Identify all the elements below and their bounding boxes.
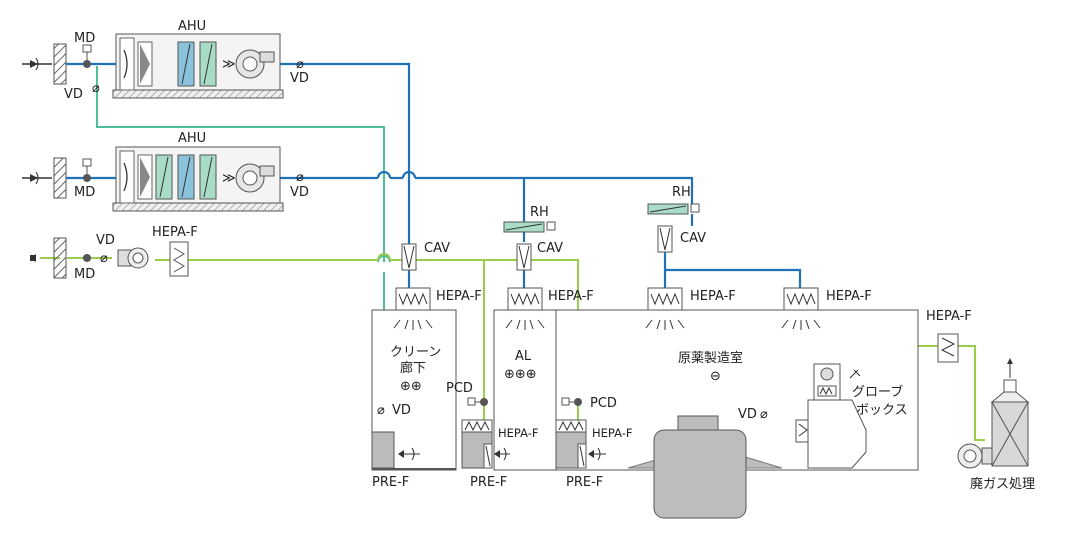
hepa-right: HEPA-F: [926, 309, 972, 363]
exhaust-treatment: 廃ガス処理: [957, 358, 1035, 492]
room3-name: 原薬製造室: [678, 350, 743, 366]
pref2-label: PRE-F: [470, 475, 507, 490]
reactor-tank: [627, 415, 783, 519]
glove-label-2: ボックス: [856, 403, 908, 418]
pref3-label: PRE-F: [566, 475, 603, 490]
glove-label-1: グローブ: [852, 384, 903, 400]
pcd-1: PCD: [446, 381, 488, 420]
md-label-2: MD: [74, 185, 95, 200]
cav-1: CAV: [401, 241, 450, 271]
hepa-right-label: HEPA-F: [926, 309, 972, 324]
vd-label-1: VD: [64, 87, 83, 102]
room1-name-line2: 廊下: [400, 360, 426, 376]
vd-glove-label: VD: [738, 407, 757, 422]
vd-label-exh: VD: [96, 233, 115, 248]
vd-room1-label: VD: [392, 403, 411, 418]
svg-text:⌀: ⌀: [296, 170, 304, 185]
prefilter-1: PRE-F: [371, 431, 420, 490]
room-airlock: [493, 309, 557, 471]
pcd2-label: PCD: [590, 396, 617, 411]
supply-duct-ahu2: [280, 176, 694, 208]
rh2-label: RH: [530, 205, 549, 220]
svg-text:⌀: ⌀: [92, 81, 100, 96]
prefilter-2: HEPA-F PRE-F: [461, 419, 539, 490]
hepa-room3-label: HEPA-F: [690, 289, 736, 304]
svg-text:⌀: ⌀: [296, 57, 304, 72]
ahu-1: AHU ≫ ⌀ VD: [112, 19, 309, 99]
outdoor-air-duct: [96, 66, 385, 258]
cav-2: CAV: [516, 241, 563, 271]
hepa-supply-3: HEPA-F: [645, 287, 736, 330]
svg-text:⌀: ⌀: [377, 403, 385, 418]
prefilter-3: HEPA-F PRE-F: [555, 419, 633, 490]
ahu-2: AHU ≫ ⌀ VD: [112, 131, 309, 212]
hepa-room1-label: HEPA-F: [436, 289, 482, 304]
exhaust-treatment-label: 廃ガス処理: [970, 476, 1035, 492]
cav2-label: CAV: [537, 241, 563, 256]
room1-name-line1: クリーン: [390, 345, 441, 360]
rh3-label: RH: [672, 185, 691, 200]
rh-3: RH: [647, 185, 700, 215]
room3-pressure: ⊖: [710, 369, 721, 384]
room2-name: AL: [515, 349, 532, 364]
rh-2: RH: [503, 205, 556, 233]
intake-mid: MD: [22, 157, 116, 200]
hepa-ret2-label: HEPA-F: [498, 426, 539, 440]
cav1-label: CAV: [424, 241, 450, 256]
supply-duct-ahu1: [280, 62, 411, 175]
hepa-exh-label: HEPA-F: [152, 225, 198, 240]
vd-ahu2-label: VD: [290, 185, 309, 200]
pcd1-label: PCD: [446, 381, 473, 396]
svg-text:⌀: ⌀: [100, 251, 108, 266]
md-label-1: MD: [74, 31, 95, 46]
ahu1-label: AHU: [178, 19, 206, 34]
cav-3: CAV: [657, 225, 706, 253]
svg-text:≫: ≫: [222, 171, 236, 186]
room1-pressure: ⊕⊕: [400, 379, 422, 394]
pref1-label: PRE-F: [372, 475, 409, 490]
hepa-supply-4: HEPA-F: [781, 287, 872, 330]
room2-pressure: ⊕⊕⊕: [504, 367, 537, 382]
hepa-supply-1: HEPA-F: [393, 287, 482, 330]
hepa-supply-2: HEPA-F: [505, 287, 594, 330]
pcd-2: PCD: [561, 396, 617, 420]
md-label-exh: MD: [74, 267, 95, 282]
glove-box: ⌀ VD グローブ ボックス: [738, 363, 908, 469]
svg-text:≫: ≫: [222, 57, 236, 72]
intake-top: MD VD ⌀: [22, 31, 116, 102]
hepa-room4-label: HEPA-F: [826, 289, 872, 304]
vd-ahu1-label: VD: [290, 71, 309, 86]
exhaust-outlet: ⌀ VD MD HEPA-F: [30, 225, 198, 282]
hepa-ret3-label: HEPA-F: [592, 426, 633, 440]
ahu2-label: AHU: [178, 131, 206, 146]
cav3-label: CAV: [680, 231, 706, 246]
svg-text:⌀: ⌀: [760, 407, 768, 422]
hepa-room2-label: HEPA-F: [548, 289, 594, 304]
